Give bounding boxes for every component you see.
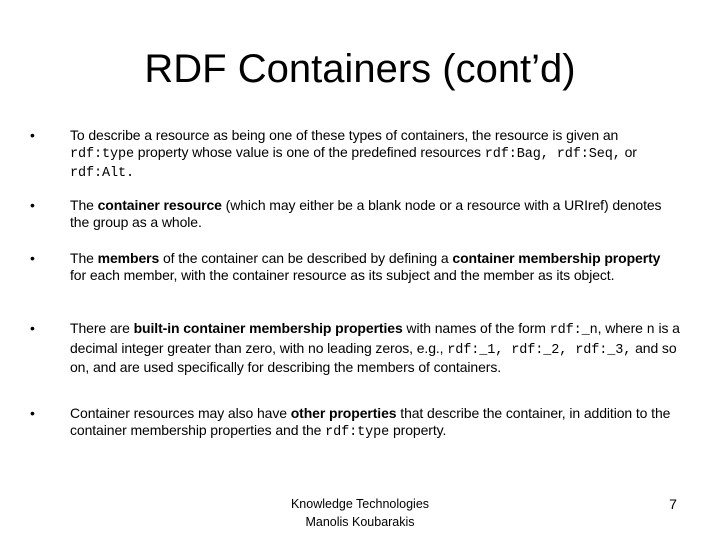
code-term: rdf:_n	[549, 323, 598, 338]
text-run: for each member, with the container reso…	[70, 266, 615, 283]
bold-term: other properties	[290, 405, 397, 421]
code-term: n	[646, 323, 655, 338]
footer-course-title: Knowledge Technologies	[290, 497, 430, 511]
code-term: rdf:type	[70, 146, 135, 162]
slide-title: RDF Containers (cont’d)	[144, 47, 576, 91]
bullet-marker: •	[30, 405, 35, 421]
text-run: (which may either be a blank node or a r…	[70, 197, 662, 230]
text-run: property whose value is one of the prede…	[134, 143, 485, 160]
text-run: There are	[70, 320, 134, 336]
text-run: or	[620, 143, 637, 160]
bold-term: container membership property	[452, 250, 661, 266]
code-term: rdf:_1, rdf:_2, rdf:_3,	[447, 342, 632, 358]
page-number: 7	[669, 496, 677, 512]
bullet-marker: •	[30, 127, 35, 143]
text-run: of the container can be described by def…	[159, 250, 453, 266]
code-term: rdf:Alt.	[70, 166, 135, 181]
bold-term: built-in container membership properties	[133, 320, 403, 336]
text-run: Container resources may also have	[70, 405, 291, 421]
bullet-text: There are built-in container membership …	[70, 320, 680, 376]
bold-term: members	[97, 250, 160, 266]
text-run: that describe the container, in addition…	[70, 405, 671, 438]
bullet-text: The container resource (which may either…	[70, 197, 680, 230]
bullet-marker: •	[30, 197, 35, 213]
code-term: rdf:type	[325, 424, 390, 440]
text-run: The	[70, 197, 98, 213]
text-run: property.	[389, 421, 447, 438]
code-term: rdf:Bag, rdf:Seq,	[484, 146, 621, 162]
text-run: and so on, and are used specifically for…	[70, 339, 677, 376]
bold-term: container resource	[97, 197, 222, 213]
text-run: is a decimal integer greater than zero, …	[70, 320, 680, 356]
footer: Knowledge Technologies Manolis Koubaraki…	[220, 495, 500, 531]
bullet-text: Container resources may also have other …	[70, 405, 680, 441]
text-run: , where	[597, 320, 647, 336]
bullet-text: The members of the container can be desc…	[70, 250, 680, 283]
footer-author: Manolis Koubarakis	[305, 515, 415, 529]
text-run: The	[70, 250, 98, 266]
bullet-marker: •	[30, 250, 35, 266]
bullet-text: To describe a resource as being one of t…	[70, 127, 680, 183]
text-run: with names of the form	[402, 320, 550, 336]
text-run: To describe a resource as being one of t…	[70, 127, 619, 143]
bullet-marker: •	[30, 320, 35, 336]
